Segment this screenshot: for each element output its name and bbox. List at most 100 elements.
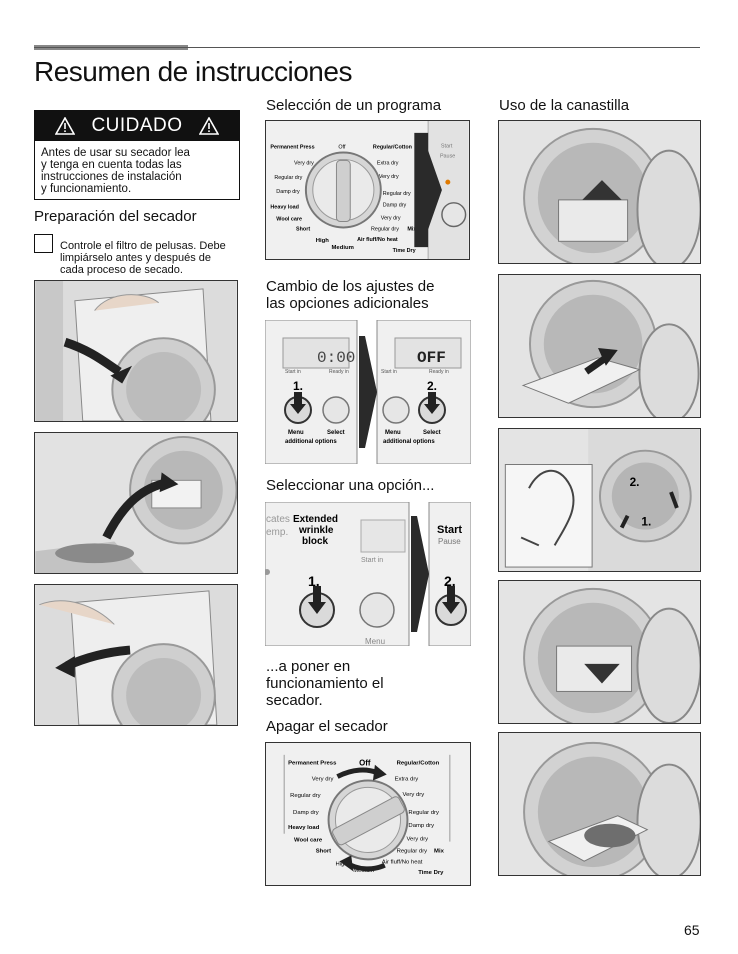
dial-label: Wool care (276, 217, 302, 223)
step-label: 2. (427, 379, 437, 393)
run-text: ...a poner en funcionamiento el secador. (266, 658, 384, 709)
basket-illustration-2 (498, 274, 701, 418)
dial-label: Very dry (403, 792, 425, 798)
run-line: ...a poner en (266, 658, 351, 675)
choose-heading: Seleccionar una opción... (266, 477, 435, 494)
basket-illustration-5 (498, 732, 701, 876)
caution-line: Antes de usar su secador lea (41, 147, 190, 159)
off-heading: Apagar el secador (266, 718, 388, 735)
filter-line: Controle el filtro de pelusas. Debe (60, 240, 226, 252)
start-in-label: Start in (361, 557, 383, 564)
extended-label: block (302, 536, 329, 547)
menu-label: Menu (385, 430, 401, 436)
dial-label: Time Dry (418, 870, 444, 876)
dial-label: Regular dry (290, 793, 321, 799)
step-label: 1. (308, 573, 320, 589)
additional-options-label: additional options (383, 439, 435, 445)
dial-label: Very dry (379, 174, 399, 180)
start-in-label: Start in (381, 369, 397, 375)
indicator-light-icon (445, 179, 451, 185)
menu-button-icon (359, 592, 395, 628)
ready-in-label: Ready in (429, 369, 449, 375)
dial-label: Regular dry (408, 810, 439, 816)
caution-line: y tenga en cuenta todas las (41, 159, 182, 171)
dial-label: Regular/Cotton (373, 145, 412, 151)
dial-label: Off (359, 759, 371, 768)
extended-label: Extended (293, 514, 338, 525)
filter-line: limpiárselo antes y después de (60, 252, 212, 264)
dial-label: Air fluff/No heat (382, 859, 423, 865)
choose-option-illustration: cates emp. Extended wrinkle block Start … (265, 502, 471, 646)
rotate-arrow-icon (339, 855, 354, 872)
caution-text: Antes de usar su secador lea y tenga en … (35, 141, 239, 201)
page-title: Resumen de instrucciones (34, 56, 352, 87)
dial-label: Air fluff/No heat (357, 237, 398, 243)
option-fragment: emp. (266, 527, 288, 538)
dial-label: Extra dry (377, 160, 399, 166)
menu-label: Menu (288, 430, 304, 436)
dial-label: Heavy load (270, 205, 299, 211)
dial-label: Regular dry (274, 175, 302, 181)
basket-illustration-1 (498, 120, 701, 264)
dial-label: Regular dry (383, 191, 411, 197)
step-label: 2. (444, 573, 456, 589)
run-line: secador. (266, 692, 323, 709)
dial-label: Heavy load (288, 825, 320, 831)
dial-label: Very dry (312, 776, 334, 782)
filter-line: cada proceso de secado. (60, 264, 183, 276)
display-value: OFF (417, 349, 446, 367)
dial-label: Very dry (381, 216, 401, 222)
option-fragment: cates (266, 514, 290, 525)
program-heading: Selección de un programa (266, 97, 442, 114)
ready-in-label: Ready in (329, 369, 349, 375)
off-dial-illustration: Permanent Press Off Regular/Cotton Very … (265, 742, 471, 886)
down-arrow-icon (290, 392, 306, 414)
additional-options-label: additional options (285, 439, 337, 445)
dial-label: Regular dry (371, 226, 399, 232)
prep-heading: Preparación del secador (34, 208, 197, 225)
run-line: funcionamiento el (266, 675, 384, 692)
dial-label: Damp dry (293, 810, 319, 816)
arrow-icon (414, 132, 442, 248)
dial-label: Extra dry (395, 776, 419, 782)
arrow-icon (411, 516, 429, 632)
dial-label: Off (338, 145, 346, 151)
warning-icon (198, 117, 219, 135)
options-heading-line: las opciones adicionales (266, 295, 429, 312)
dial-label: Medium (353, 868, 374, 874)
down-arrow-icon (308, 586, 326, 614)
start-in-label: Start in (285, 369, 301, 375)
start-label: Start (437, 524, 462, 536)
dial-label: Pause (440, 153, 455, 159)
caution-line: y funcionamiento. (41, 183, 132, 195)
options-heading-line: Cambio de los ajustes de (266, 278, 435, 295)
program-dial-illustration: Permanent Press Off Regular/Cotton Very … (265, 120, 470, 260)
dial-label: Mix (407, 226, 416, 232)
basket-illustration-3: 2. 1. (498, 428, 701, 572)
dial-label: Regular dry (397, 848, 428, 854)
display-value: 0:00 (317, 349, 355, 367)
header-rule (34, 47, 700, 48)
dial-label: Permanent Press (288, 761, 337, 767)
caution-title: CUIDADO (91, 115, 183, 136)
dial-label: High (316, 238, 330, 244)
menu-label: Menu (365, 637, 385, 646)
door-open-illustration (34, 280, 238, 422)
extended-label: wrinkle (298, 525, 334, 536)
warning-icon (55, 117, 76, 135)
filter-text: Controle el filtro de pelusas. Debe limp… (60, 240, 245, 276)
rotate-arrow-icon (372, 764, 387, 781)
step-label: 1. (641, 515, 651, 529)
dial-label: Short (316, 848, 331, 854)
down-arrow-icon (424, 392, 440, 414)
dial-label: Very dry (294, 160, 314, 166)
step-label: 1. (293, 379, 303, 393)
filter-checkbox[interactable] (34, 234, 53, 253)
basket-heading: Uso de la canastilla (499, 97, 630, 114)
start-button-icon (441, 202, 467, 228)
filter-removal-illustration (34, 432, 238, 574)
dial-label: Medium (332, 245, 354, 251)
dial-label: Damp dry (383, 203, 407, 209)
dial-label: Start (441, 144, 453, 150)
select-label: Select (423, 430, 441, 436)
